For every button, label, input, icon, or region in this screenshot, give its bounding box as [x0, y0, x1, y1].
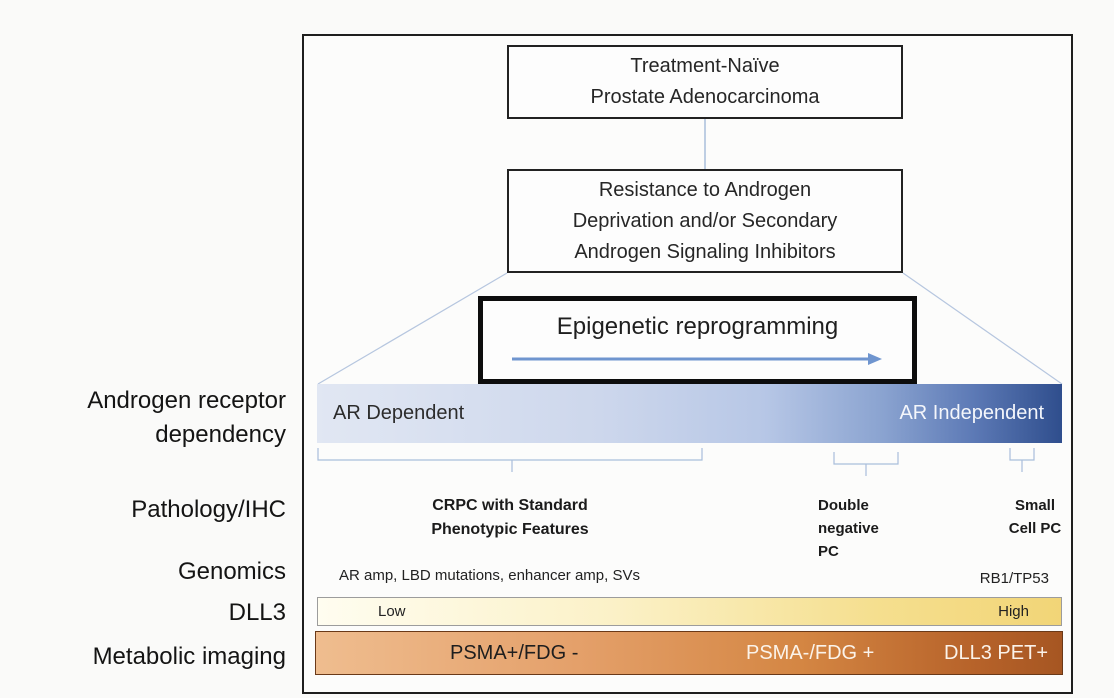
resistance-box: Resistance to Androgen Deprivation and/o… — [507, 169, 903, 273]
fan-right-line — [902, 272, 1063, 385]
brace-double-negative — [833, 452, 899, 476]
psma-positive-label: PSMA+/FDG - — [450, 642, 579, 664]
label-metabolic: Metabolic imaging — [92, 643, 286, 670]
dll3-high-label: High — [998, 603, 1029, 620]
label-ar-dependency-line1: Androgen receptor — [87, 387, 286, 414]
double-negative-line1: Double — [818, 497, 869, 514]
resistance-line3: Androgen Signaling Inhibitors — [574, 240, 836, 263]
genomics-right-text: RB1/TP53 — [979, 570, 1049, 587]
brace-small-cell — [1009, 448, 1035, 472]
resistance-line2: Deprivation and/or Secondary — [572, 209, 838, 232]
dll3-bar: Low High — [317, 597, 1062, 626]
right-arrow-icon — [511, 353, 882, 365]
resistance-line1: Resistance to Androgen — [598, 178, 812, 201]
crpc-label: CRPC with Standard Phenotypic Features — [400, 494, 620, 542]
ar-independent-label: AR Independent — [899, 402, 1044, 424]
double-negative-label: Double negative PC — [818, 494, 898, 563]
double-negative-line2: negative — [818, 520, 879, 537]
crpc-line2: Phenotypic Features — [431, 521, 589, 538]
dll3-low-label: Low — [378, 603, 406, 620]
small-cell-line1: Small — [1014, 497, 1056, 514]
small-cell-label: Small Cell PC — [1000, 494, 1070, 540]
treatment-naive-line2: Prostate Adenocarcinoma — [590, 86, 820, 108]
label-ar-dependency-line2: dependency — [155, 421, 286, 448]
epigenetic-title: Epigenetic reprogramming — [556, 313, 839, 340]
double-negative-line3: PC — [818, 543, 839, 560]
epigenetic-box: Epigenetic reprogramming — [478, 296, 917, 384]
label-pathology: Pathology/IHC — [131, 496, 286, 523]
treatment-naive-box: Treatment-Naïve Prostate Adenocarcinoma — [507, 45, 903, 119]
label-ar-dependency: Androgen receptor dependency — [87, 384, 286, 452]
psma-negative-label: PSMA-/FDG + — [746, 642, 875, 664]
dll3-pet-label: DLL3 PET+ — [944, 642, 1048, 664]
fan-left-line — [317, 272, 508, 385]
ar-dependent-label: AR Dependent — [333, 402, 465, 424]
label-genomics: Genomics — [177, 558, 286, 585]
crpc-line1: CRPC with Standard — [432, 497, 588, 514]
label-dll3: DLL3 — [228, 599, 286, 626]
ar-dependency-bar: AR Dependent AR Independent — [317, 384, 1062, 443]
treatment-naive-line1: Treatment-Naïve — [630, 55, 780, 77]
brace-crpc — [317, 448, 703, 472]
genomics-left-text: AR amp, LBD mutations, enhancer amp, SVs — [339, 567, 640, 584]
small-cell-line2: Cell PC — [1008, 520, 1062, 537]
metabolic-imaging-bar: PSMA+/FDG - PSMA-/FDG + DLL3 PET+ — [315, 631, 1063, 675]
